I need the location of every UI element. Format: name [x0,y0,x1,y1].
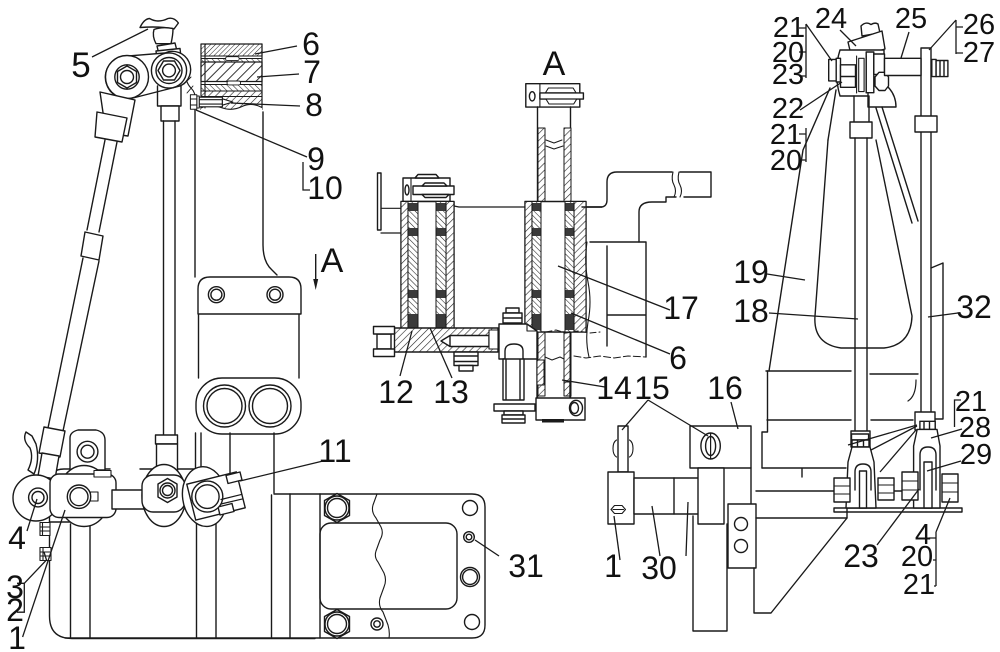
svg-text:1: 1 [8,620,26,652]
svg-text:27: 27 [963,37,995,69]
svg-text:6: 6 [302,26,320,62]
svg-text:4: 4 [915,519,931,551]
svg-text:3: 3 [6,569,24,605]
svg-text:31: 31 [508,548,544,584]
svg-text:1: 1 [604,548,622,584]
svg-text:10: 10 [307,170,343,206]
svg-text:30: 30 [641,550,677,586]
svg-text:6: 6 [669,340,687,376]
svg-text:20: 20 [901,541,933,573]
svg-text:21: 21 [903,569,935,601]
svg-text:A: A [321,242,344,280]
svg-text:32: 32 [956,289,992,325]
svg-text:21: 21 [955,386,987,418]
svg-text:26: 26 [963,9,995,41]
svg-text:23: 23 [772,59,804,91]
svg-text:19: 19 [733,254,769,290]
svg-text:21: 21 [773,12,805,44]
svg-text:21: 21 [770,119,802,151]
svg-text:4: 4 [8,520,26,556]
svg-text:16: 16 [707,370,743,406]
svg-text:12: 12 [378,374,414,410]
svg-text:23: 23 [843,538,879,574]
svg-text:22: 22 [772,93,804,125]
svg-text:25: 25 [895,3,927,35]
svg-text:11: 11 [318,433,351,469]
svg-text:20: 20 [770,145,802,177]
svg-text:18: 18 [733,293,769,329]
svg-text:2: 2 [6,592,24,628]
svg-text:7: 7 [303,54,321,90]
svg-text:13: 13 [433,374,469,410]
svg-text:9: 9 [307,141,325,177]
svg-text:14: 14 [596,370,632,406]
svg-text:8: 8 [305,87,323,123]
svg-text:28: 28 [959,412,991,444]
svg-text:17: 17 [663,290,699,326]
svg-text:29: 29 [960,439,992,471]
svg-text:20: 20 [772,37,804,69]
svg-text:5: 5 [71,46,90,85]
svg-text:15: 15 [634,370,670,406]
svg-text:24: 24 [815,3,847,35]
svg-text:A: A [543,45,566,83]
